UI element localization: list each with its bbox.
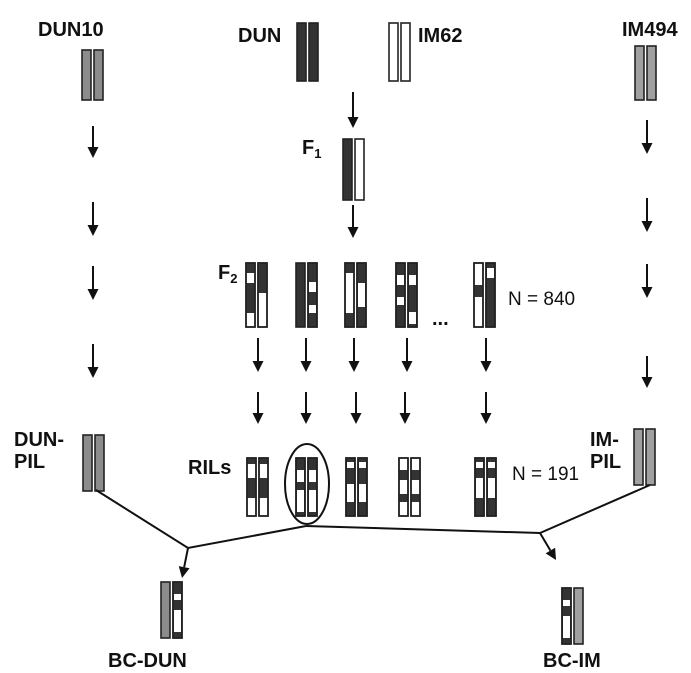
arrow	[88, 344, 99, 378]
label-dun-pil-line2: PIL	[14, 451, 45, 473]
arrow-head	[301, 413, 312, 424]
chromosome-pair-dun-pil	[83, 435, 104, 491]
arrows-group	[88, 92, 653, 578]
label-f2: F2	[218, 262, 237, 286]
arrow-head	[88, 367, 99, 378]
arrow	[253, 338, 264, 372]
label-im62: IM62	[418, 25, 462, 47]
chromosome-pair-im494	[635, 46, 656, 100]
arrow	[400, 392, 411, 424]
arrow	[301, 392, 312, 424]
arrow-head	[88, 147, 99, 158]
arrow-head	[301, 361, 312, 372]
arrow-head	[481, 413, 492, 424]
arrow	[88, 126, 99, 158]
ril-count-label: N = 191	[512, 464, 579, 485]
arrow-head	[348, 117, 359, 128]
arrow-head	[179, 566, 190, 578]
arrow-head	[402, 361, 413, 372]
chromosome-pair-dun10	[82, 50, 103, 100]
label-dun-pil-line1: DUN-	[14, 429, 64, 451]
chromosome-pair-dun	[297, 23, 318, 81]
ellipsis: ...	[432, 308, 449, 330]
arrow-head	[253, 361, 264, 372]
arrow	[88, 202, 99, 236]
arrow-head	[349, 361, 360, 372]
chromosome-pair-ril-5	[475, 458, 496, 516]
label-f1: F1	[302, 137, 321, 161]
arrow	[402, 338, 413, 372]
arrow	[348, 205, 359, 238]
label-dun10: DUN10	[38, 19, 104, 41]
arrow-head	[642, 143, 653, 154]
chromosome-pair-f2-3	[345, 263, 366, 327]
arrow-shaft	[184, 548, 188, 567]
label-dun: DUN	[238, 25, 281, 47]
arrow-head	[253, 413, 264, 424]
arrow	[349, 338, 360, 372]
label-rils: RILs	[188, 457, 231, 479]
f2-count-label: N = 840	[508, 289, 575, 310]
arrow	[88, 266, 99, 300]
arrow	[301, 338, 312, 372]
arrow	[179, 548, 190, 578]
chromosome-pair-f1	[343, 139, 364, 200]
label-im494: IM494	[622, 19, 678, 41]
arrow	[642, 264, 653, 298]
chromosome-pair-f2-4	[396, 263, 417, 327]
chromosome-pair-bc-im	[562, 588, 583, 644]
arrow-head	[400, 413, 411, 424]
arrow-head	[88, 225, 99, 236]
chromosome-pair-im-pil	[634, 429, 655, 485]
arrow	[481, 338, 492, 372]
label-im-pil-line1: IM-	[590, 429, 619, 451]
chromosome-pair-f2-2	[296, 263, 317, 327]
arrow-head	[642, 287, 653, 298]
line-dun-pil-to-ril	[96, 490, 306, 548]
label-bc-dun: BC-DUN	[108, 650, 187, 672]
arrow	[540, 533, 556, 560]
arrow-head	[481, 361, 492, 372]
arrow	[348, 92, 359, 128]
arrow-head	[642, 221, 653, 232]
arrow	[351, 392, 362, 424]
arrow	[642, 356, 653, 388]
arrow-head	[351, 413, 362, 424]
arrow-head	[88, 289, 99, 300]
chromosome-pair-ril-4	[399, 458, 420, 516]
chromosome-pair-f2-1	[246, 263, 267, 327]
arrow	[253, 392, 264, 424]
arrow	[642, 198, 653, 232]
label-im-pil-line2: PIL	[590, 451, 621, 473]
label-bc-im: BC-IM	[543, 650, 601, 672]
chromosome-pair-im62	[389, 23, 410, 81]
chromosome-pair-bc-dun	[161, 582, 182, 638]
chromosome-pair-f2-5	[474, 263, 495, 327]
selection-ellipse	[285, 444, 329, 524]
arrow-head	[348, 227, 359, 238]
selected-ril-highlight	[285, 444, 329, 524]
backcross-lines	[96, 485, 650, 548]
arrow	[642, 120, 653, 154]
chromosome-pair-ril-1	[247, 458, 268, 516]
arrow-shaft	[540, 533, 550, 551]
arrow	[481, 392, 492, 424]
arrow-head	[642, 377, 653, 388]
chromosome-pair-ril-3	[346, 458, 367, 516]
